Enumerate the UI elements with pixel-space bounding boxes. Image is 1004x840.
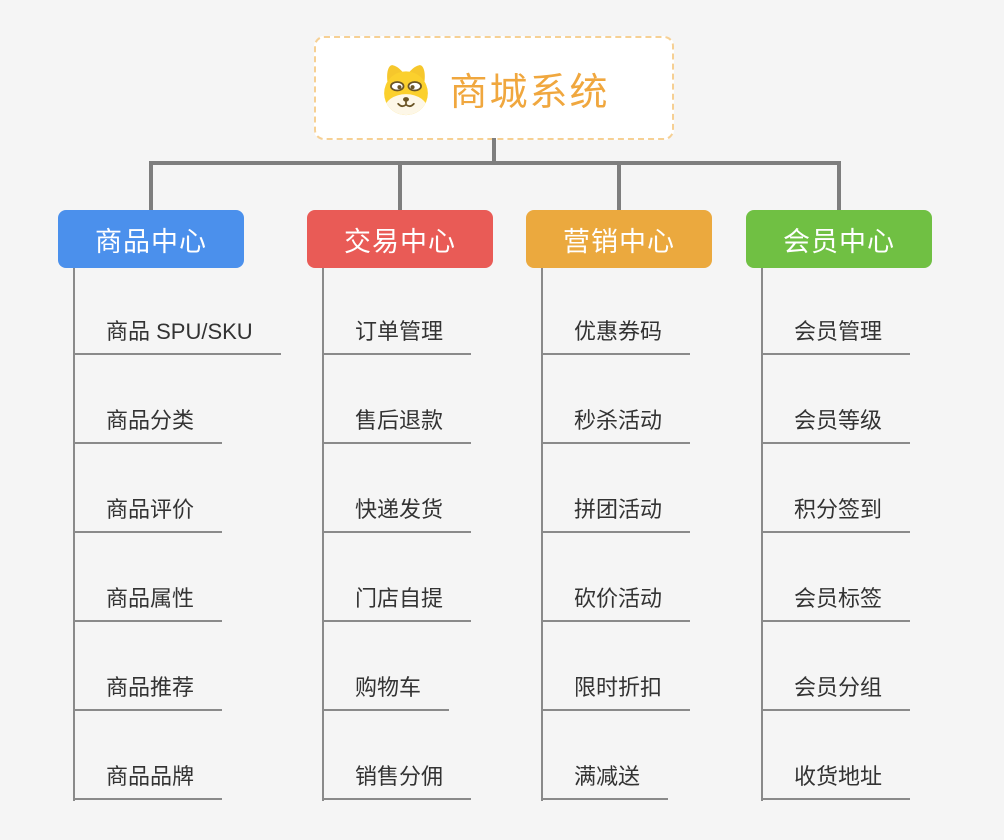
leaf-item[interactable]: 优惠券码 — [541, 266, 691, 355]
leaf-item[interactable]: 会员分组 — [761, 622, 911, 711]
branch-header-product-center[interactable]: 商品中心 — [58, 210, 244, 268]
connector-drop-trade — [398, 161, 402, 211]
connector-drop-product — [149, 161, 153, 211]
connector-drop-member — [837, 161, 841, 211]
branch-leaves: 优惠券码秒杀活动拼团活动砍价活动限时折扣满减送 — [541, 266, 691, 800]
leaf-item[interactable]: 商品推荐 — [73, 622, 223, 711]
leaf-item[interactable]: 商品属性 — [73, 533, 223, 622]
leaf-item[interactable]: 销售分佣 — [322, 711, 472, 800]
leaf-item[interactable]: 商品评价 — [73, 444, 223, 533]
branch-header-trade-center[interactable]: 交易中心 — [307, 210, 493, 268]
leaf-item[interactable]: 满减送 — [541, 711, 669, 800]
leaf-item[interactable]: 订单管理 — [322, 266, 472, 355]
leaf-item[interactable]: 商品 SPU/SKU — [73, 266, 281, 355]
leaf-item[interactable]: 购物车 — [322, 622, 450, 711]
leaf-item[interactable]: 商品分类 — [73, 355, 223, 444]
leaf-item[interactable]: 收货地址 — [761, 711, 911, 800]
branch-leaves: 订单管理售后退款快递发货门店自提购物车销售分佣 — [322, 266, 472, 800]
branch-trunk-line — [73, 268, 75, 801]
branch-member-center: 会员中心 会员管理会员等级积分签到会员标签会员分组收货地址 — [746, 210, 932, 801]
leaf-item[interactable]: 会员管理 — [761, 266, 911, 355]
branch-marketing-center: 营销中心 优惠券码秒杀活动拼团活动砍价活动限时折扣满减送 — [526, 210, 712, 801]
branch-trunk-line — [761, 268, 763, 801]
leaf-item[interactable]: 限时折扣 — [541, 622, 691, 711]
leaf-item[interactable]: 会员等级 — [761, 355, 911, 444]
root-title: 商城系统 — [449, 71, 610, 114]
leaf-item[interactable]: 拼团活动 — [541, 444, 691, 533]
branch-header-marketing-center[interactable]: 营销中心 — [526, 210, 712, 268]
leaf-item[interactable]: 快递发货 — [322, 444, 472, 533]
connector-drop-marketing — [617, 161, 621, 211]
leaf-item[interactable]: 门店自提 — [322, 533, 472, 622]
connector-horizontal — [149, 161, 841, 165]
branch-trunk-line — [322, 268, 324, 801]
leaf-item[interactable]: 会员标签 — [761, 533, 911, 622]
leaf-item[interactable]: 商品品牌 — [73, 711, 223, 800]
leaf-item[interactable]: 售后退款 — [322, 355, 472, 444]
leaf-item[interactable]: 砍价活动 — [541, 533, 691, 622]
branch-trade-center: 交易中心 订单管理售后退款快递发货门店自提购物车销售分佣 — [307, 210, 493, 801]
branch-trunk-line — [541, 268, 543, 801]
leaf-item[interactable]: 秒杀活动 — [541, 355, 691, 444]
root-node[interactable]: 商城系统 — [314, 36, 674, 140]
connector-root-stub — [492, 138, 496, 165]
leaf-item[interactable]: 积分签到 — [761, 444, 911, 533]
doge-face-icon — [384, 65, 429, 116]
branch-leaves: 会员管理会员等级积分签到会员标签会员分组收货地址 — [761, 266, 911, 800]
branch-header-member-center[interactable]: 会员中心 — [746, 210, 932, 268]
